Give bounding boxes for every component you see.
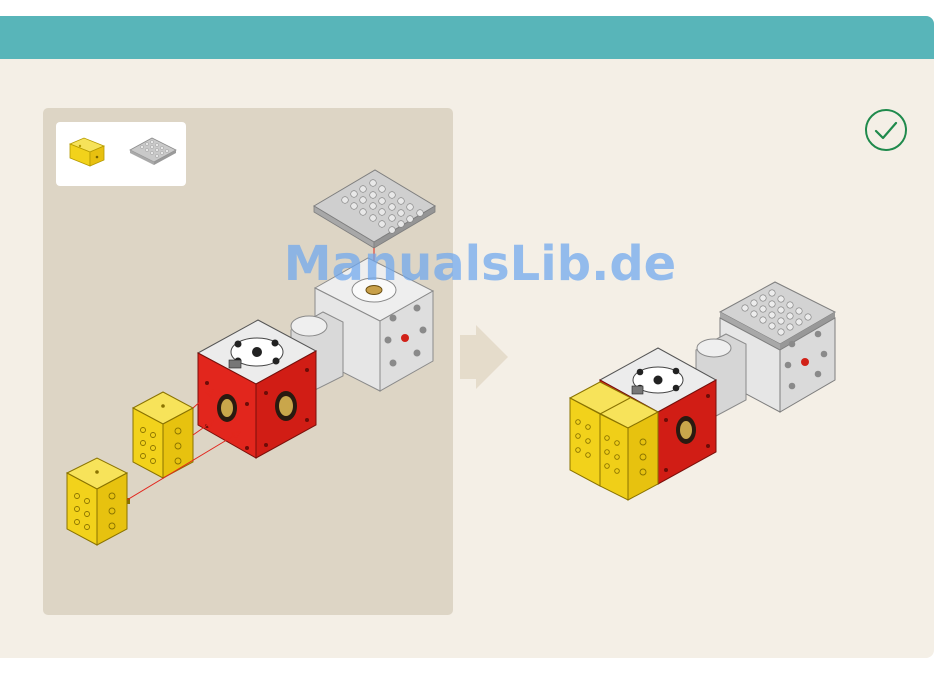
next-step-arrow-icon	[460, 325, 508, 389]
yellow-cube-front	[67, 458, 130, 545]
yellow-cube-middle	[133, 392, 193, 478]
header-bar	[0, 16, 934, 59]
assembly-step-illustration	[43, 108, 453, 615]
checkmark-circle-icon	[863, 107, 909, 153]
result-gray-cube	[696, 282, 835, 416]
assembly-step-panel	[43, 108, 453, 615]
assembled-result-illustration	[560, 262, 860, 522]
